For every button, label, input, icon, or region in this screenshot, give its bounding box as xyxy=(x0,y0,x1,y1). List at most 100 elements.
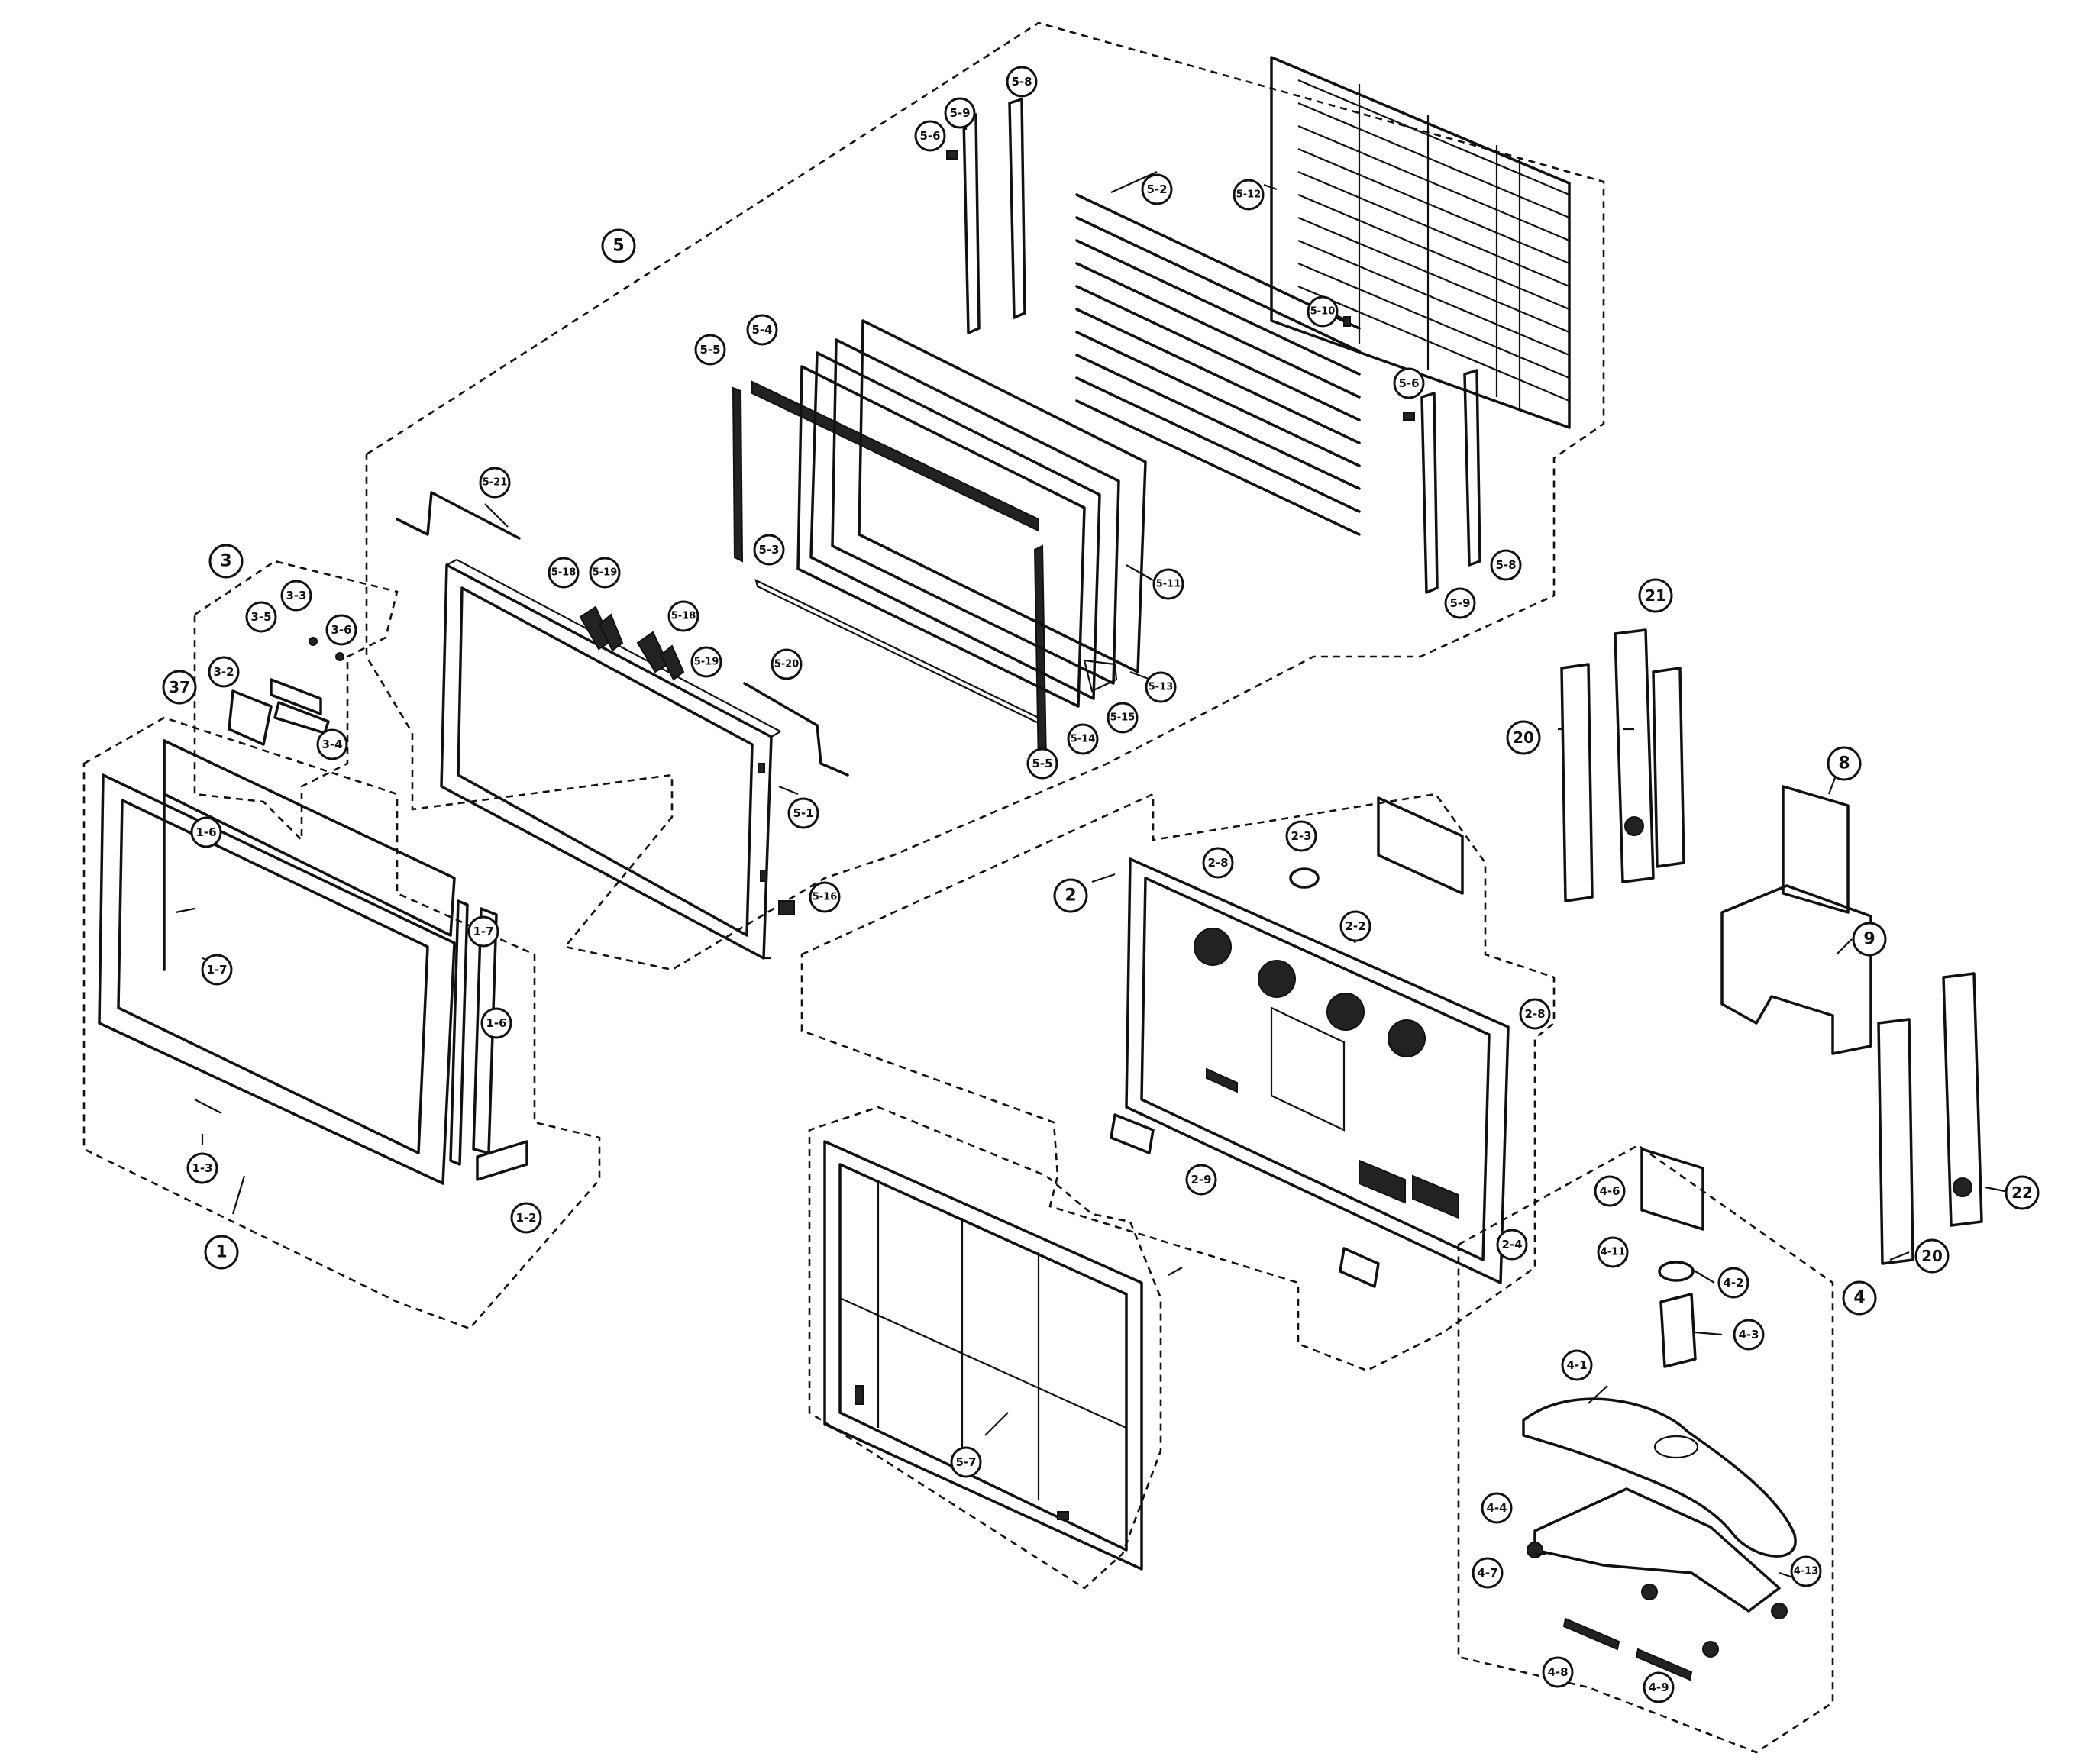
assembly-1 xyxy=(98,739,528,1185)
bracket-5-8-bottom xyxy=(1463,369,1481,567)
callout-ring xyxy=(1481,1492,1513,1524)
callout-label: 4-9 xyxy=(1648,1681,1669,1694)
strip-5-5-left xyxy=(732,386,744,563)
callout-37: 37 xyxy=(162,670,197,705)
callout-label: 4-2 xyxy=(1723,1276,1743,1290)
assembly-5-7-outline xyxy=(808,1106,1162,1590)
callout-ring xyxy=(162,670,197,705)
callout-label: 20 xyxy=(1921,1247,1943,1265)
callout-ring xyxy=(690,646,722,678)
callout-label: 20 xyxy=(1513,728,1534,747)
callout-ring xyxy=(809,881,841,913)
callout-5-16: 5-16 xyxy=(809,881,841,913)
callout-ring xyxy=(589,557,621,589)
callout-ring xyxy=(1006,66,1038,98)
callout-ring xyxy=(204,1235,239,1270)
callout-ring xyxy=(1519,998,1551,1030)
callout-ring xyxy=(746,314,778,346)
callout-label: 4-7 xyxy=(1477,1566,1497,1580)
callout-label: 2 xyxy=(1065,886,1076,906)
callout-label: 5-18 xyxy=(671,611,696,622)
callout-label: 5-5 xyxy=(1032,757,1052,770)
callout-ring xyxy=(1026,747,1058,780)
callout-label: 4-13 xyxy=(1794,1566,1819,1577)
callout-5-15: 5-15 xyxy=(1107,702,1139,734)
cable-5-21 xyxy=(396,491,521,540)
callout-label: 4-4 xyxy=(1486,1501,1507,1515)
callout-label: 4 xyxy=(1853,1289,1865,1308)
callout-1-7: 1-7 xyxy=(201,954,233,986)
callout-22: 22 xyxy=(2005,1175,2040,1210)
callout-label: 4-11 xyxy=(1601,1247,1626,1258)
callout-1: 1 xyxy=(204,1235,239,1270)
callout-5-19: 5-19 xyxy=(690,646,722,678)
stand-pivot-4-2 xyxy=(1658,1261,1695,1282)
callout-5-4: 5-4 xyxy=(746,314,778,346)
callout-label: 3 xyxy=(220,552,231,571)
callout-3-6: 3-6 xyxy=(325,614,357,646)
callout-label: 5-6 xyxy=(919,129,940,143)
callout-ring xyxy=(190,816,222,848)
callout-ring xyxy=(1339,910,1371,942)
callout-4-9: 4-9 xyxy=(1643,1671,1675,1703)
callout-label: 1-7 xyxy=(206,963,227,977)
callout-ring xyxy=(1506,720,1541,755)
callout-4-1: 4-1 xyxy=(1561,1349,1593,1381)
callout-label: 37 xyxy=(169,678,190,696)
callout-ring xyxy=(1053,878,1088,913)
callout-label: 5-8 xyxy=(1495,558,1516,572)
callout-ring xyxy=(245,601,277,633)
stand-bracket-4-6 xyxy=(1640,1148,1704,1231)
callout-ring xyxy=(1561,1349,1593,1381)
cable-bundle-5-2 xyxy=(1075,193,1361,536)
speaker-hole-2 xyxy=(1258,960,1296,998)
callout-label: 5-5 xyxy=(699,343,720,357)
callout-3: 3 xyxy=(208,544,244,579)
side-panel-20-right xyxy=(1877,1018,1914,1265)
callout-ring xyxy=(1490,549,1522,581)
callout-4-3: 4-3 xyxy=(1733,1319,1765,1351)
callout-ring xyxy=(1202,847,1234,879)
callout-ring xyxy=(548,557,580,589)
callout-8: 8 xyxy=(1827,746,1862,781)
callout-5-13: 5-13 xyxy=(1145,671,1177,703)
callout-label: 4-3 xyxy=(1738,1328,1759,1342)
callout-ring xyxy=(1827,746,1862,781)
screw-5-6a xyxy=(946,150,958,160)
callout-label: 5-9 xyxy=(1449,596,1470,610)
callout-label: 5-18 xyxy=(551,567,577,579)
callout-5-6: 5-6 xyxy=(914,120,946,152)
callout-ring xyxy=(1597,1236,1629,1268)
callout-1-7: 1-7 xyxy=(467,915,499,948)
callout-label: 4-1 xyxy=(1566,1358,1587,1372)
side-panel-22 xyxy=(1942,972,1983,1227)
callout-4-6: 4-6 xyxy=(1594,1175,1626,1207)
callout-ring xyxy=(479,467,511,499)
callout-label: 4-8 xyxy=(1547,1665,1568,1679)
callout-label: 5-10 xyxy=(1310,306,1336,318)
callout-label: 5-16 xyxy=(813,892,838,903)
callout-20: 20 xyxy=(1914,1238,1950,1274)
pad-4-9 xyxy=(1635,1648,1693,1681)
cable-5-20 xyxy=(743,682,849,777)
callout-5-14: 5-14 xyxy=(1067,723,1099,755)
callout-ring xyxy=(1496,1229,1528,1261)
callout-ring xyxy=(1638,578,1673,613)
callout-2-9: 2-9 xyxy=(1185,1164,1217,1196)
callout-label: 5-1 xyxy=(793,806,813,820)
speaker-hole-3 xyxy=(1326,993,1365,1031)
callout-ring xyxy=(1852,922,1887,957)
callout-ring xyxy=(1594,1175,1626,1207)
cover-9 xyxy=(1720,884,1872,1055)
callout-label: 4-6 xyxy=(1599,1184,1620,1198)
callout-ring xyxy=(1444,587,1476,619)
assembly-4-outline xyxy=(1457,1144,1834,1754)
callout-5-6: 5-6 xyxy=(1393,367,1425,399)
callout-ring xyxy=(208,656,240,688)
chassis-5-7 xyxy=(823,1140,1143,1571)
callout-label: 21 xyxy=(1645,586,1666,605)
screw-5-6b xyxy=(1403,412,1415,421)
callout-ring xyxy=(601,228,636,263)
group-outlines xyxy=(82,21,1834,1754)
callout-ring xyxy=(1233,179,1265,211)
